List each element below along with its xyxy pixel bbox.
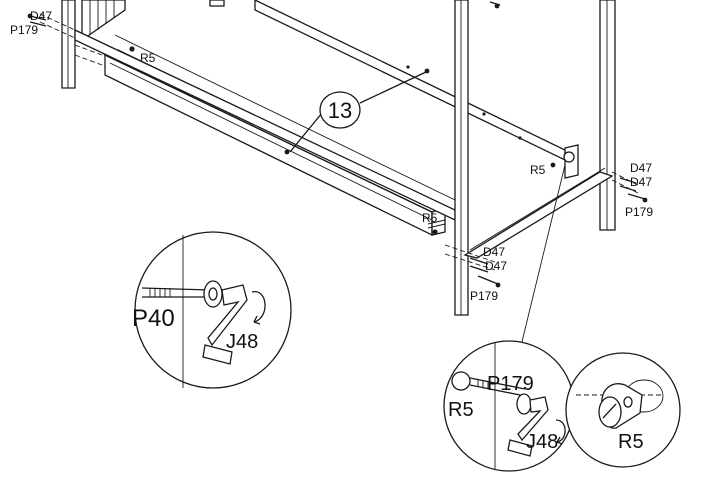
detail-circle-r5 [565,352,681,468]
label-d47: D47 [30,9,52,23]
end-rail [463,144,614,259]
bolt-icon [444,244,501,288]
label-p179: P179 [487,373,534,395]
label-d47: D47 [483,245,505,259]
detail-circle-p40 [134,231,292,389]
bolt-icon [27,13,47,27]
label-d47: D47 [630,175,652,189]
label-p179: P179 [625,205,653,219]
label-j48: J48 [526,431,558,453]
label-r5: R5 [448,399,474,421]
label-p179: P179 [10,23,38,37]
label-r5: R5 [422,211,438,225]
center-post [454,0,469,316]
bolt-icon [489,1,501,9]
leader-line [519,164,566,351]
label-r5: R5 [140,51,156,65]
right-post [599,0,616,231]
label-d47: D47 [630,161,652,175]
headboard-left-post [39,0,225,89]
label-j48: J48 [226,331,258,353]
rail-hole-icon [129,46,438,235]
step-number: 13 [328,98,352,123]
bolt-icon [550,162,648,203]
step-callout: 13 [289,71,427,153]
label-p40: P40 [132,305,175,332]
label-d47: D47 [485,259,507,273]
detail-circle-p179 [443,340,575,472]
label-r5: R5 [618,431,644,453]
label-p179: P179 [470,289,498,303]
label-r5: R5 [530,163,546,177]
